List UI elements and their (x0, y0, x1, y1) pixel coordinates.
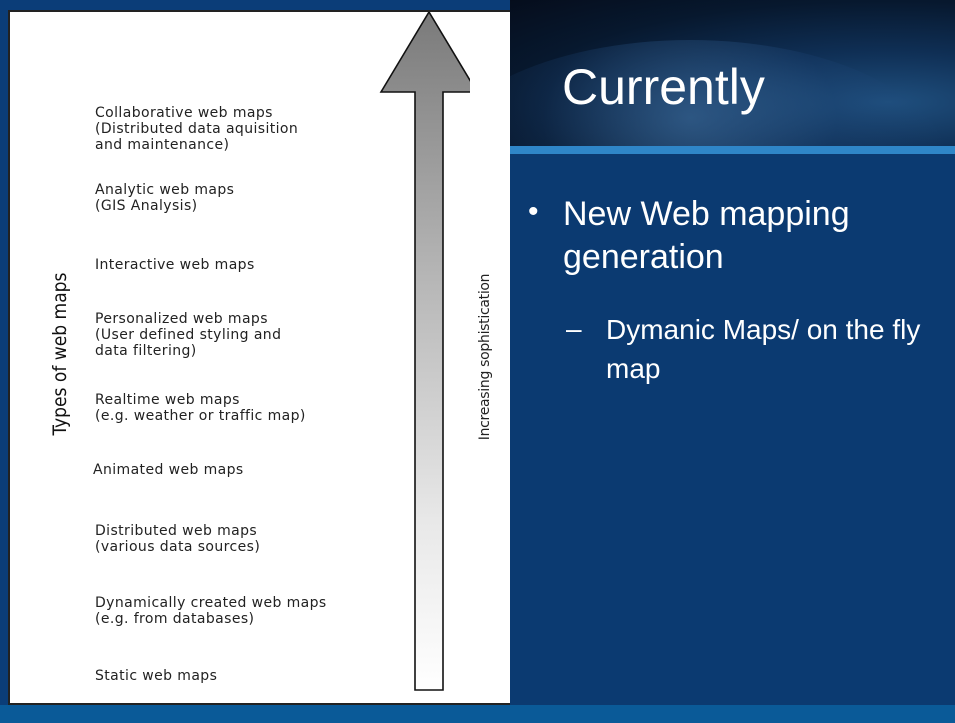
up-arrow-icon (379, 12, 470, 691)
sophistication-label: Increasing sophistication (477, 273, 493, 441)
title-divider (510, 146, 955, 154)
title-banner (510, 0, 955, 146)
map-type-personalized: Personalized web maps (User defined styl… (95, 311, 282, 359)
map-type-animated: Animated web maps (93, 462, 244, 478)
sub-bullet-dash-icon: – (566, 313, 582, 344)
slide-title: Currently (562, 59, 765, 115)
map-type-interactive: Interactive web maps (95, 257, 255, 273)
web-map-types-diagram: Types of web maps Collaborative web maps… (8, 10, 510, 705)
bullet-main: New Web mapping generation (563, 195, 850, 276)
footer-band (0, 705, 955, 723)
content-panel (510, 154, 955, 705)
map-type-static: Static web maps (95, 668, 218, 684)
map-type-analytic: Analytic web maps (GIS Analysis) (95, 182, 235, 214)
map-type-collaborative: Collaborative web maps (Distributed data… (95, 105, 299, 153)
types-axis-label: Types of web maps (49, 272, 71, 436)
bullet-sub: Dymanic Maps/ on the fly map (606, 314, 921, 384)
map-type-realtime: Realtime web maps (e.g. weather or traff… (95, 392, 306, 424)
map-type-dynamically-created: Dynamically created web maps (e.g. from … (95, 595, 327, 627)
map-type-distributed: Distributed web maps (various data sourc… (95, 523, 261, 555)
bullet-dot-icon: • (528, 195, 539, 228)
